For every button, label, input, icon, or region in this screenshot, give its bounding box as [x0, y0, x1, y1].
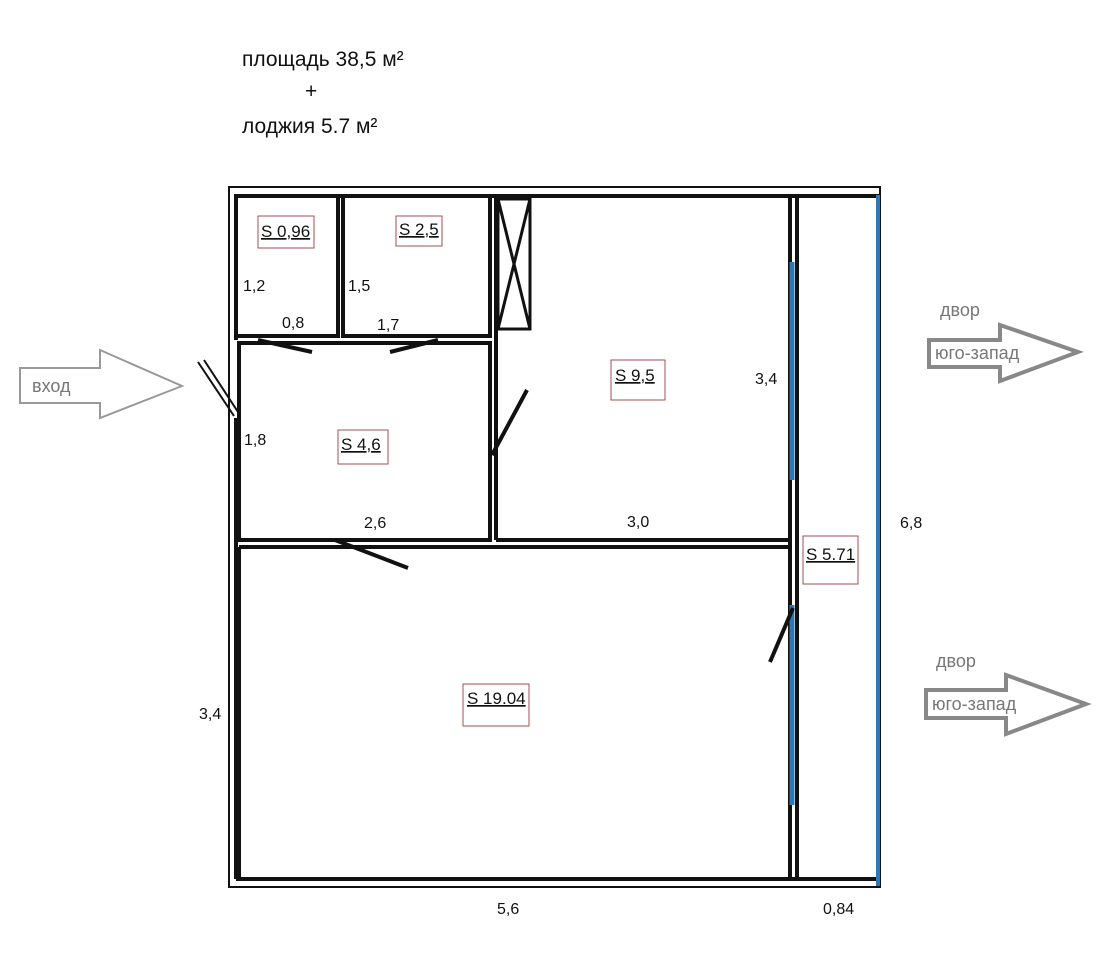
- dim-wc-width: 0,8: [282, 315, 304, 332]
- yard-bottom-arrow-icon: [924, 672, 1092, 737]
- yard-bottom-direction: юго-запад: [932, 694, 1017, 714]
- room-label-hall: S 4,6: [341, 435, 381, 454]
- dim-bath-height: 1,5: [348, 278, 370, 295]
- yard-top-label: двор: [940, 300, 980, 320]
- yard-top-arrow-icon: [927, 322, 1084, 384]
- entrance-label: вход: [32, 376, 71, 396]
- dim-bath-width: 1,7: [377, 317, 399, 334]
- room-label-bath: S 2,5: [399, 220, 439, 239]
- room-labels: [257, 215, 859, 727]
- dim-total-height: 6,8: [900, 515, 922, 532]
- ventilation-shaft: [496, 197, 532, 331]
- dim-wc-height: 1,2: [243, 278, 265, 295]
- walls: [234, 194, 880, 881]
- loggia-area-text: лоджия 5.7 м²: [242, 115, 377, 138]
- yard-top-direction: юго-запад: [935, 343, 1020, 363]
- windows: [789, 195, 880, 886]
- room-label-wc: S 0,96: [261, 222, 310, 241]
- room-label-loggia: S 5.71: [806, 545, 855, 564]
- yard-bottom-label: двор: [936, 651, 976, 671]
- doors: [197, 338, 795, 663]
- dim-hall-height: 1,8: [244, 432, 266, 449]
- room-label-living: S 19.04: [467, 689, 526, 708]
- total-area-text: площадь 38,5 м²: [242, 48, 404, 71]
- room-label-bedroom: S 9,5: [615, 366, 655, 385]
- plus-text: +: [305, 80, 317, 103]
- dim-living-height: 3,4: [199, 706, 221, 723]
- dim-loggia-width: 0,84: [823, 901, 854, 918]
- dim-hall-width: 2,6: [364, 515, 386, 532]
- entrance-arrow-icon: [19, 348, 185, 420]
- outer-outline: [228, 186, 881, 888]
- dim-bedroom-height: 3,4: [755, 371, 777, 388]
- dim-total-width: 5,6: [497, 901, 519, 918]
- dim-bedroom-width: 3,0: [627, 514, 649, 531]
- dimensions: 1,2 0,8 1,5 1,7 1,8 2,6 3,4 3,0 3,4 5,6 …: [199, 278, 922, 918]
